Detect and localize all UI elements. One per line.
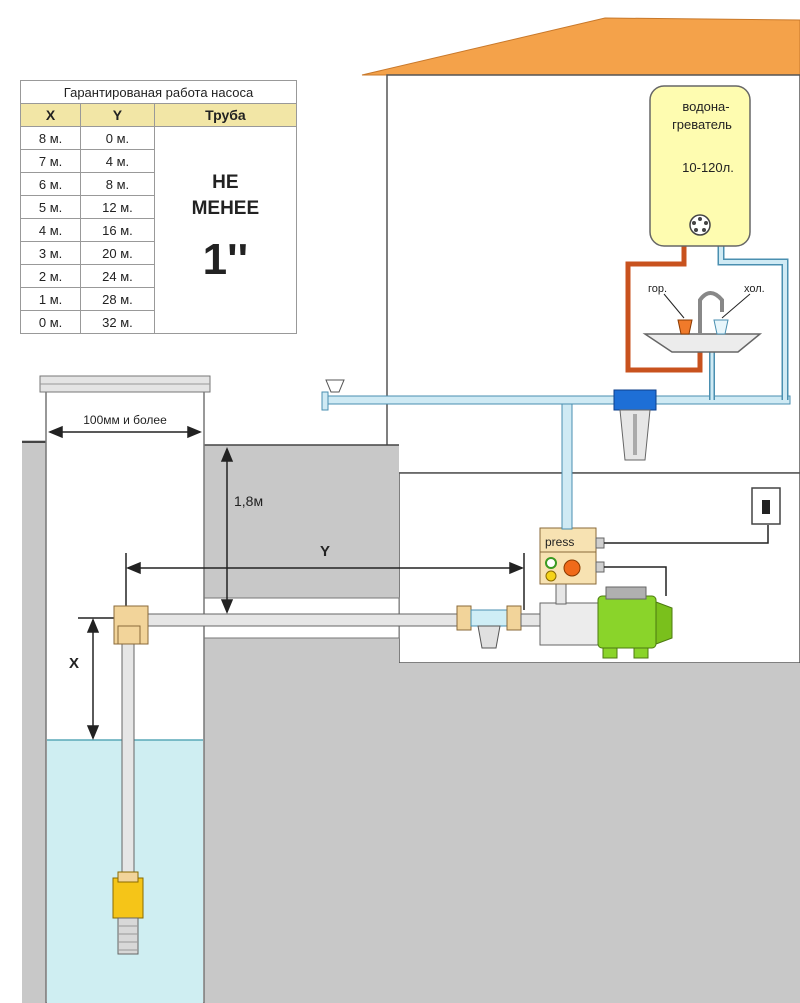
table-cell-x: 5 м. [19,195,82,219]
pump-motor [597,595,657,649]
y-label: Y [320,543,330,560]
table-cell-y: 28 м. [80,287,155,311]
pump-foot-right [633,647,649,659]
y-dimension [125,553,525,610]
switch-connector-top [595,537,605,549]
wall-socket-slot [762,500,770,514]
suction-fitting-left [456,605,472,631]
pipe-text-line1: НЕ [212,172,239,193]
pipe-text-line2: МЕНЕЕ [191,198,260,219]
pump-foot-left [602,647,618,659]
depth-dimension [220,447,234,614]
table-cell-x: 3 м. [19,241,82,265]
table-cell-y: 16 м. [80,218,155,242]
table-cell-x: 0 м. [19,310,82,334]
table-cell-pipe: НЕ МЕНЕЕ 1'' [153,126,298,334]
table-header-pipe: Труба [153,103,298,127]
wire-to-motor [604,566,667,596]
table-cell-y: 20 м. [80,241,155,265]
heater-label-1: водона- [682,99,729,114]
table-row: 3 м.20 м. [19,241,297,265]
distribution-pipe [325,395,791,405]
ground-left [22,440,46,1003]
supply-riser [561,403,573,530]
table-cell-y: 12 м. [80,195,155,219]
hot-valve [677,319,693,335]
outdoor-tap-stem [321,391,329,411]
table-row: 2 м.24 м. [19,264,297,288]
hot-pipe [625,246,703,373]
table-row: 1 м.28 м. [19,287,297,311]
suction-pipe-vertical [121,639,135,881]
table-row: 6 м.8 м. [19,172,297,196]
cold-label: хол. [744,283,765,295]
x-dimension [78,617,118,740]
wire-to-socket [604,525,769,544]
cold-label-leader [721,293,751,319]
wall-socket [751,487,781,525]
table-cell-y: 4 м. [80,149,155,173]
indicator-green [545,557,557,569]
main-filter-head [613,389,657,411]
table-header-x: X [19,103,82,127]
table-cell-y: 0 м. [80,126,155,150]
table-cell-x: 4 м. [19,218,82,242]
heater-thermostat-dots [692,217,708,232]
depth-label: 1,8м [234,493,263,509]
strainer-mesh [118,925,138,951]
table-cell-y: 24 м. [80,264,155,288]
table-cell-x: 2 м. [19,264,82,288]
well-width-dimension [48,425,202,439]
water-heater [649,85,751,247]
switch-connector-bottom [595,561,605,573]
foot-valve-neck [117,871,139,883]
table-row: 4 м.16 м. [19,218,297,242]
heater-label-3: 10-120л. [682,160,734,175]
hot-label: гор. [648,283,667,295]
table-row: 0 м.32 м. [19,310,297,334]
suction-filter-bowl [477,625,501,649]
elbow-fitting-lower [117,625,141,645]
house-roof [361,17,800,76]
pump-head [539,602,599,646]
suction-filter-body [470,609,508,627]
table-caption: Гарантированая работа насоса [20,80,297,104]
faucet-spout [698,291,724,334]
table-cell-x: 8 м. [19,126,82,150]
foot-valve [112,877,144,919]
press-label: press [545,535,574,549]
x-label: X [69,655,79,672]
cold-feed-pipe-inner [719,246,787,400]
ground-right [204,445,800,1003]
pump-motor-box [605,586,647,600]
pump-motor-cap [655,601,673,645]
table-cell-y: 32 м. [80,310,155,334]
heater-label-2: греватель [672,117,732,132]
suction-pipe-horizontal [144,613,466,627]
suction-fitting-right [506,605,522,631]
pipe-text-line3: 1'' [202,235,249,284]
table-cell-y: 8 м. [80,172,155,196]
table-header-y: Y [80,103,155,127]
outdoor-tap-handle [325,379,345,393]
table-cell-x: 7 м. [19,149,82,173]
hot-label-leader [663,293,685,319]
table-cell-x: 6 м. [19,172,82,196]
pump-performance-table: Гарантированая работа насоса X Y Труба 8… [19,80,298,334]
indicator-yellow [545,570,557,582]
well-width-label: 100мм и более [83,413,167,427]
strainer [117,917,139,955]
table-cell-x: 1 м. [19,287,82,311]
cold-valve [713,319,729,335]
indicator-red [563,559,581,577]
table-row: 8 м. 0 м. НЕ МЕНЕЕ 1'' [19,126,298,334]
